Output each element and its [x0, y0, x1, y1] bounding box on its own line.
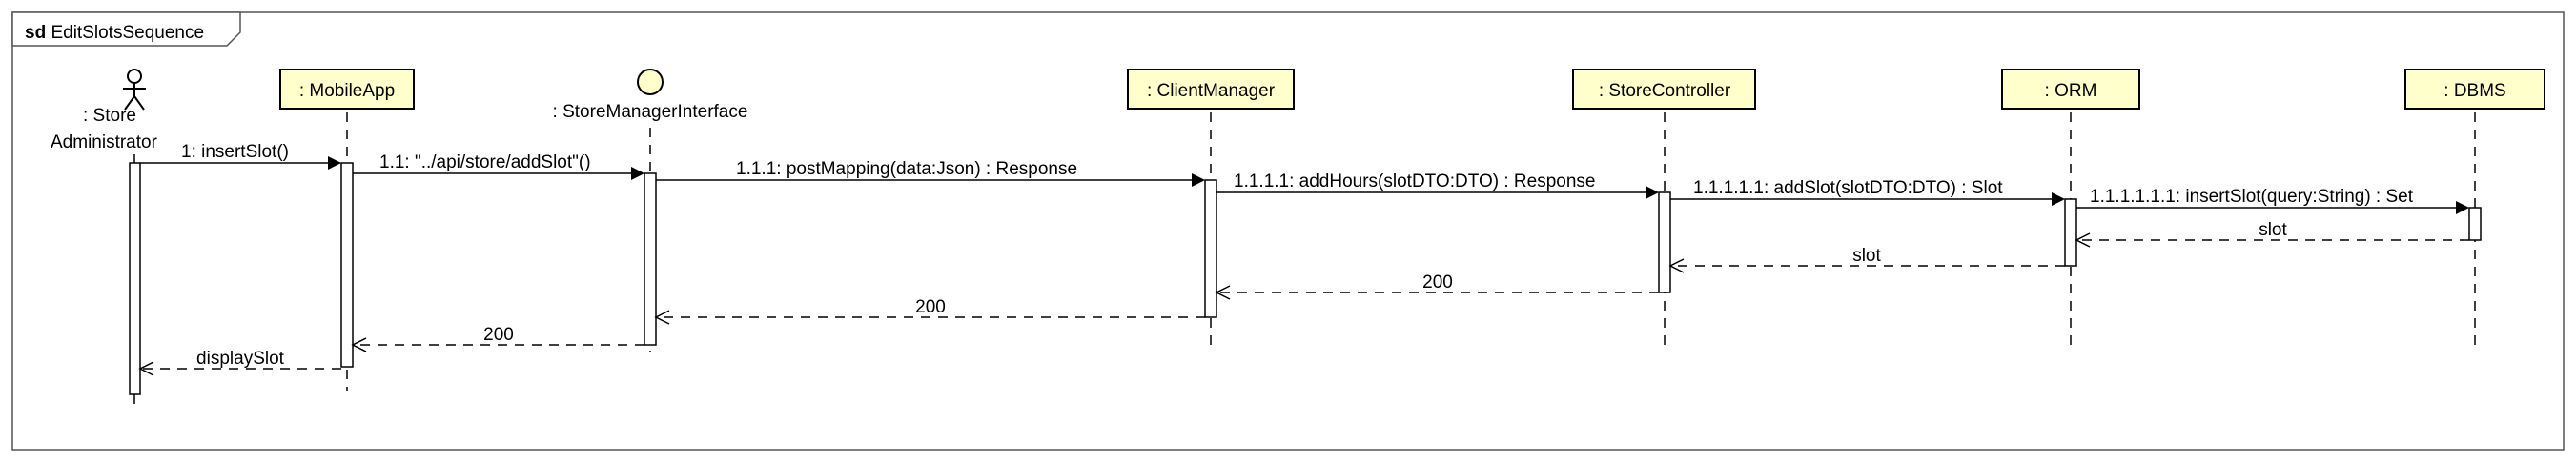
participant-clientmanager: : ClientManager	[1127, 69, 1295, 110]
return-message: 200	[654, 297, 1205, 325]
return-message: slot	[2075, 220, 2469, 248]
message-label: displaySlot	[196, 349, 285, 369]
message-1-1-1-1-1: 1.1.1.1.1: addSlot(slotDTO:DTO) : Slot	[1670, 178, 2065, 206]
participant-label: Administrator	[51, 132, 158, 152]
activation-orm	[2064, 198, 2077, 267]
participant-label: : MobileApp	[299, 81, 395, 101]
participant-label: : ORM	[2045, 81, 2097, 101]
return-message: 200	[351, 325, 644, 352]
frame-name: EditSlotsSequence	[51, 23, 204, 43]
message-1-1: 1.1: "../api/store/addSlot"()	[353, 152, 644, 180]
message-label: 200	[483, 325, 514, 345]
interface-circle-icon	[637, 69, 664, 95]
participant-dbms: : DBMS	[2404, 69, 2545, 110]
activation-smi	[644, 172, 657, 346]
sequence-frame	[11, 11, 2565, 451]
frame-title-tab	[11, 11, 241, 47]
message-label: 200	[1422, 272, 1453, 292]
message-label: 200	[915, 297, 946, 317]
message-label: slot	[2259, 220, 2287, 240]
message-label: 1.1.1.1.1: addSlot(slotDTO:DTO) : Slot	[1693, 178, 2003, 198]
participant-label: : ClientManager	[1147, 81, 1276, 101]
actor-stick-figure-icon	[123, 69, 146, 111]
message-1: 1: insertSlot()	[140, 142, 341, 170]
frame-keyword: sd	[25, 23, 46, 43]
frame-title: sd EditSlotsSequence	[25, 23, 204, 43]
participant-label: : StoreController	[1599, 81, 1731, 101]
activation-admin	[129, 162, 141, 395]
activation-clientmanager	[1204, 179, 1217, 318]
participant-admin: : Store Administrator	[51, 69, 158, 152]
participant-label: : Store	[83, 106, 136, 126]
participant-label: : DBMS	[2443, 81, 2505, 101]
message-1-1-1: 1.1.1: postMapping(data:Json) : Response	[656, 159, 1205, 187]
participant-smi: : StoreManagerInterface	[553, 69, 748, 122]
message-label: 1.1.1.1.1.1: insertSlot(query:String) : …	[2090, 187, 2414, 207]
return-message: slot	[1668, 246, 2065, 273]
return-message: displaySlot	[138, 349, 341, 376]
participant-storecontroller: : StoreController	[1572, 69, 1756, 110]
return-message: 200	[1215, 272, 1659, 300]
message-1-1-1-1-1-1: 1.1.1.1.1.1: insertSlot(query:String) : …	[2076, 187, 2469, 214]
message-1-1-1-1: 1.1.1.1: addHours(slotDTO:DTO) : Respons…	[1216, 171, 1659, 199]
message-label: 1.1: "../api/store/addSlot"()	[379, 152, 591, 172]
activation-mobileapp	[340, 162, 354, 368]
message-label: 1: insertSlot()	[181, 142, 289, 162]
message-label: 1.1.1: postMapping(data:Json) : Response	[736, 159, 1077, 179]
message-label: slot	[1852, 246, 1881, 266]
activation-storecontroller	[1658, 191, 1671, 293]
activation-dbms	[2468, 207, 2482, 241]
message-label: 1.1.1.1: addHours(slotDTO:DTO) : Respons…	[1234, 171, 1595, 191]
participant-mobileapp: : MobileApp	[279, 69, 415, 110]
participant-orm: : ORM	[2001, 69, 2140, 110]
participant-label: : StoreManagerInterface	[553, 102, 748, 122]
